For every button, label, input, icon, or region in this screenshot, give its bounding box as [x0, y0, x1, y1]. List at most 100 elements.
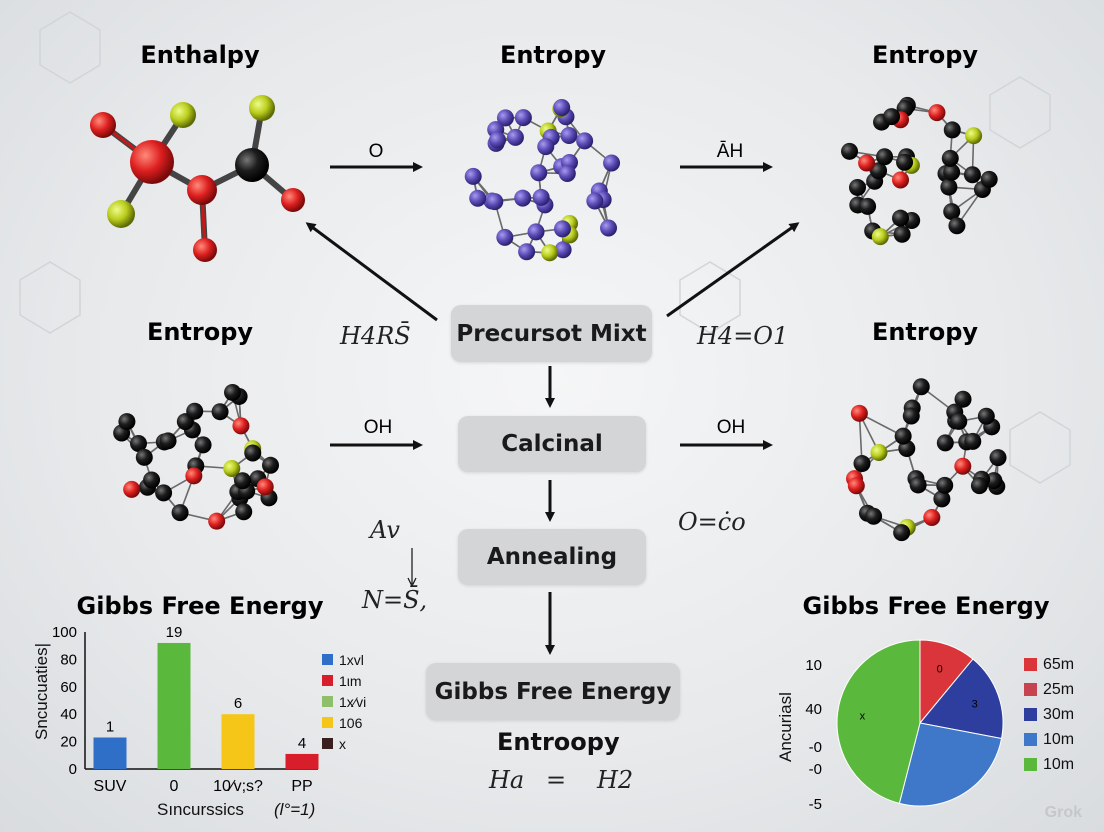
arrow-label-mid-left: OH: [364, 417, 393, 438]
legend-label: 10m: [1043, 755, 1075, 773]
legend-swatch: [1024, 683, 1037, 696]
pie-chart-y-tick: -0: [809, 761, 822, 778]
heading-enthalpy: Enthalpy: [140, 41, 260, 69]
bar-chart-data-label: 1: [106, 718, 114, 735]
bar-chart-xlabel: Sıncurssics: [157, 800, 244, 819]
arrow-label-top-left: O: [369, 141, 384, 162]
legend-swatch: [1024, 658, 1037, 671]
heading-entropy-mid-right: Entropy: [872, 318, 978, 346]
legend-swatch: [1024, 758, 1037, 771]
entropy-cluster-mid-right: [846, 378, 1007, 542]
pie-chart: 0 3 x 10 40 -0 -0 -5: [805, 639, 1004, 813]
legend-label: 30m: [1043, 705, 1075, 723]
bar-chart-legend: 1xvl 1ιm 1x⁄vi 106 x: [322, 649, 366, 754]
legend-label: 1xvl: [339, 651, 364, 668]
bar-chart-y-tick: 40: [60, 706, 77, 723]
pie-chart-y-tick: -5: [809, 796, 822, 813]
equation-left-upper: H4RS̄: [340, 322, 411, 350]
equation-left-lower: N=S̄,: [362, 586, 428, 614]
pie-slice: [836, 639, 921, 805]
step-gibbs-free-energy: Gibbs Free Energy: [426, 663, 680, 720]
pie-chart-ylabel: Ancuriasl: [776, 692, 795, 762]
equation-bottom-left: Ha: [489, 766, 525, 794]
bar-legend-item: x: [322, 733, 366, 754]
bar-chart-data-label: 19: [166, 624, 183, 641]
pie-chart-y-tick: 10: [805, 657, 822, 674]
heading-gibbs-right: Gibbs Free Energy: [803, 592, 1050, 620]
step-calcination: Calcinal: [458, 416, 646, 472]
bar-legend-item: 1ιm: [322, 670, 366, 691]
arrow-label-mid-right: OH: [717, 417, 746, 438]
legend-label: x: [339, 735, 346, 752]
legend-swatch: [322, 654, 333, 665]
pie-legend-item: 10m: [1024, 752, 1074, 777]
legend-label: 106: [339, 714, 363, 731]
watermark-logo: Grok: [1044, 804, 1082, 821]
pie-legend-item: 65m: [1024, 652, 1074, 677]
heading-entropy-mid-left: Entropy: [147, 318, 253, 346]
bar-chart-bar: [285, 753, 319, 769]
heading-gibbs-left: Gibbs Free Energy: [77, 592, 324, 620]
bar-chart-y-tick: 60: [60, 679, 77, 696]
bar-chart-ylabel: Sncucuaties|: [32, 642, 51, 740]
bar-chart-y-tick: 20: [60, 734, 77, 751]
pie-slice-label: x: [860, 711, 866, 723]
pie-chart-y-tick: 40: [805, 701, 822, 718]
legend-label: 25m: [1043, 680, 1075, 698]
equation-right-upper: H4=O1: [697, 322, 789, 350]
arrow-to-enthalpy: [305, 222, 438, 322]
entropy-cluster-top-right: [841, 96, 998, 246]
legend-label: 10m: [1043, 730, 1075, 748]
bar-chart-y-tick: 80: [60, 651, 77, 668]
heading-entropy-top-right: Entropy: [872, 41, 978, 69]
pie-legend-item: 10m: [1024, 727, 1074, 752]
legend-label: 1ιm: [339, 672, 362, 689]
equation-left-mid: Av: [370, 516, 400, 544]
legend-swatch: [1024, 708, 1037, 721]
entropy-cluster-purple: [464, 99, 621, 262]
legend-swatch: [322, 738, 333, 749]
bar-chart-bar: [221, 714, 255, 769]
bar-chart-data-label: 4: [298, 735, 306, 752]
step-precursor-mix: Precursot Mixt: [451, 305, 652, 362]
bar-chart-bar: [93, 737, 127, 769]
legend-label: 65m: [1043, 655, 1075, 673]
bar-chart-category-label: 10⁄v;s?: [213, 778, 263, 795]
pie-slice: [919, 658, 1004, 740]
arrow-to-top-right: [666, 222, 800, 318]
legend-swatch: [1024, 733, 1037, 746]
pie-chart-legend: 65m 25m 30m 10m 10m: [1024, 652, 1074, 777]
legend-swatch: [322, 675, 333, 686]
equation-bottom-right: H2: [597, 766, 634, 794]
bar-chart-bar: [157, 642, 191, 769]
enthalpy-molecule: [90, 95, 305, 262]
heading-entropy-top: Entropy: [500, 41, 606, 69]
bar-chart-category-label: 0: [170, 778, 179, 795]
pie-legend-item: 25m: [1024, 677, 1074, 702]
bottom-caption: Entroopy: [497, 728, 620, 756]
pie-legend-item: 30m: [1024, 702, 1074, 727]
legend-swatch: [322, 696, 333, 707]
bar-chart-category-label: PP: [291, 778, 312, 795]
flow-arrows: [305, 162, 800, 655]
bar-chart-y-tick: 0: [69, 761, 77, 778]
pie-chart-y-tick: -0: [809, 739, 822, 756]
bar-legend-item: 1x⁄vi: [322, 691, 366, 712]
entropy-cluster-mid-left: [113, 383, 280, 530]
small-arrow-left: [407, 548, 417, 588]
equation-bottom-equals: =: [546, 766, 567, 794]
bar-chart-xlabel-suffix: (l°=1): [274, 800, 316, 819]
bar-chart-y-tick: 100: [52, 624, 77, 641]
bar-chart-data-label: 6: [234, 695, 242, 712]
bar-chart-category-label: SUV: [94, 778, 127, 795]
background-hexagons: [19, 11, 1071, 484]
arrow-label-top-right: ĀH: [717, 141, 743, 162]
bar-legend-item: 106: [322, 712, 366, 733]
legend-label: 1x⁄vi: [339, 693, 367, 710]
pie-slice-label: 3: [972, 698, 978, 710]
pie-slice-label: 0: [937, 663, 943, 675]
legend-swatch: [322, 717, 333, 728]
bar-legend-item: 1xvl: [322, 649, 366, 670]
